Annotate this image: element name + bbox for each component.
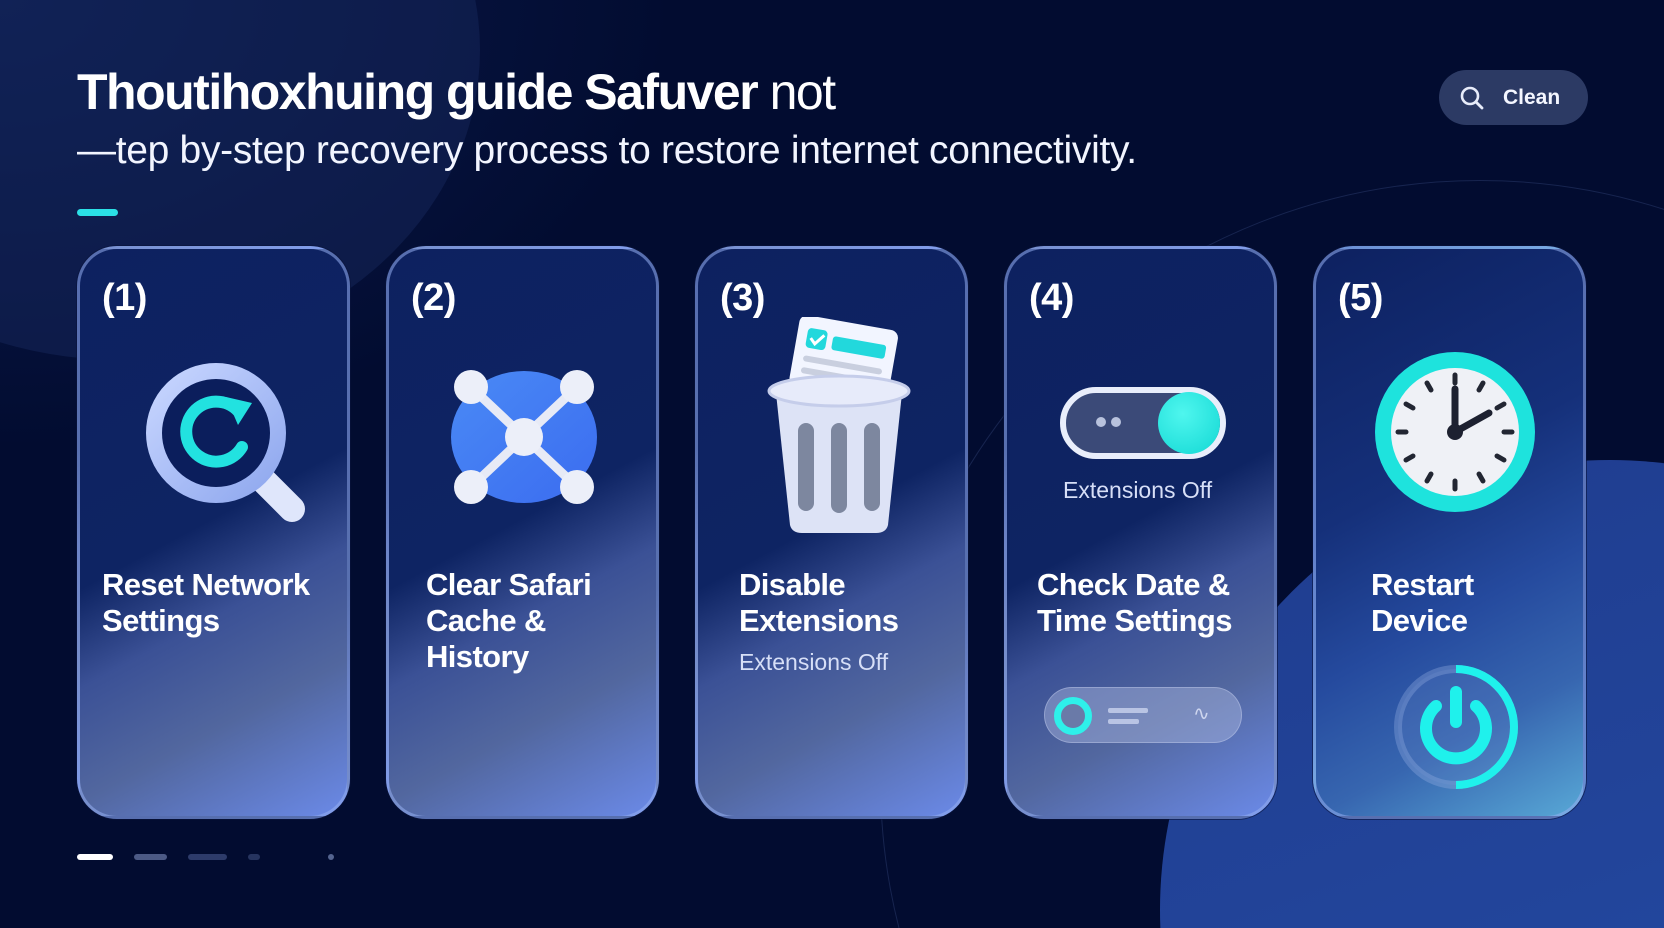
step-title-line: Extensions [739, 603, 899, 638]
toggle-caption: Extensions Off [1063, 477, 1213, 503]
page-dot-4[interactable] [248, 854, 260, 860]
title-bold: Thoutihoxhuing guide Safuver [77, 64, 759, 120]
ring-icon [1054, 697, 1092, 735]
step-title: Check Date & Time Settings [1037, 567, 1233, 639]
toggle-knob [1158, 392, 1220, 454]
step-title: Reset Network Settings [102, 567, 310, 639]
step-title-line: History [426, 639, 529, 674]
step-title-line: Settings [102, 603, 220, 638]
step-number: (3) [720, 277, 765, 319]
steps-list: (1) Reset Network Settings (2) Cl [77, 246, 1586, 819]
clock-icon [1375, 352, 1535, 512]
step-number: (2) [411, 277, 456, 319]
step-number: (5) [1338, 277, 1383, 319]
toggle-dots-icon [1111, 417, 1121, 427]
step-title-line: Device [1371, 603, 1468, 638]
page-dot-2[interactable] [134, 854, 167, 860]
step-title: Disable Extensions [739, 567, 899, 639]
search-icon [1460, 86, 1484, 109]
page-title: Thoutihoxhuing guide Safuver not [77, 62, 1137, 122]
step-title-line: Restart [1371, 567, 1474, 602]
page-header: Thoutihoxhuing guide Safuver not —tep by… [77, 62, 1137, 174]
page-dot-3[interactable] [188, 854, 227, 860]
step-number: (1) [102, 277, 147, 319]
power-icon[interactable] [1391, 662, 1521, 792]
squiggle-icon: ∿ [1193, 703, 1210, 725]
extensions-toggle[interactable] [1060, 387, 1226, 459]
trash-bin-icon [767, 317, 911, 533]
clean-button[interactable]: Clean [1439, 70, 1588, 125]
lines-icon [1108, 719, 1139, 724]
step-title-line: Cache & [426, 603, 546, 638]
pagination [77, 854, 355, 860]
step-title-line: Clear Safari [426, 567, 592, 602]
magnifier-refresh-icon [146, 363, 305, 522]
step-title: Restart Device [1371, 567, 1474, 639]
step-title-line: Time Settings [1037, 603, 1233, 638]
toggle-dots-icon [1096, 417, 1106, 427]
step-card-5[interactable]: (5) Restart Device [1313, 246, 1586, 819]
lines-icon [1108, 708, 1148, 713]
step-card-3[interactable]: (3) Disable Extensions Extensions Off [695, 246, 968, 819]
step-card-1[interactable]: (1) Reset Network Settings [77, 246, 350, 819]
title-light: not [757, 64, 837, 120]
page-dot-5[interactable] [328, 854, 334, 860]
network-nodes-icon [451, 370, 597, 504]
step-number: (4) [1029, 277, 1074, 319]
page-dot-1[interactable] [77, 854, 113, 860]
step-caption: Extensions Off [739, 649, 889, 675]
clean-button-label: Clean [1503, 85, 1561, 109]
step-card-2[interactable]: (2) Clear Safari Cache & History [386, 246, 659, 819]
accent-bar [77, 209, 118, 216]
page-subtitle: —tep by-step recovery process to restore… [77, 129, 1137, 172]
step-title: Clear Safari Cache & History [426, 567, 592, 675]
step-title-line: Check Date & [1037, 567, 1230, 602]
step-card-4[interactable]: (4) Extensions Off Check Date & Time Set… [1004, 246, 1277, 819]
step-title-line: Reset Network [102, 567, 310, 602]
time-setting-slider[interactable]: ∿ [1044, 687, 1242, 743]
step-title-line: Disable [739, 567, 846, 602]
